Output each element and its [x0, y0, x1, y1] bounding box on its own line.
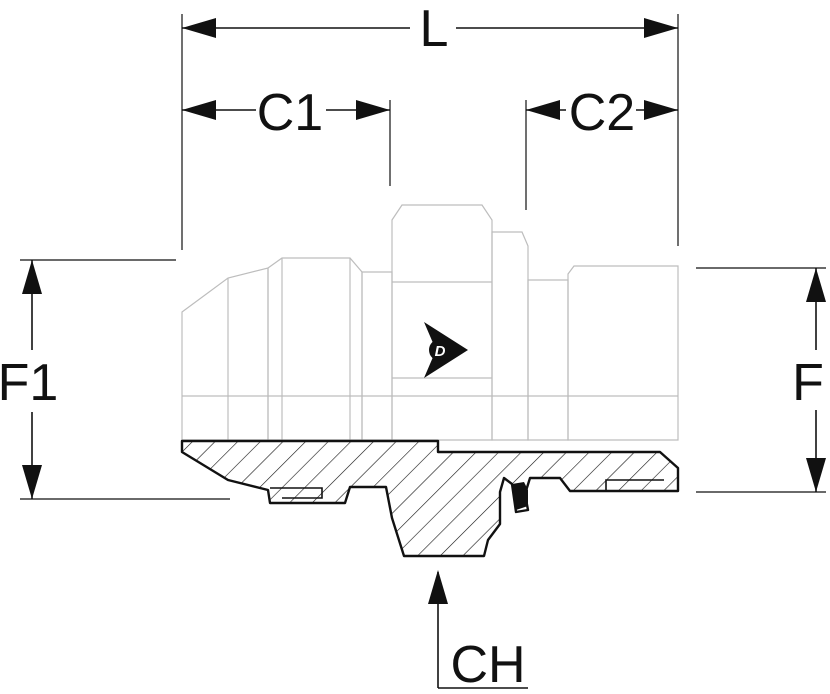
left-thread-end [181, 267, 269, 441]
cross-section [180, 439, 680, 558]
right-end [567, 265, 679, 441]
dimension-L: L [181, 0, 679, 250]
dimension-F: F [696, 267, 826, 493]
dimension-C2: C2 [525, 84, 678, 210]
label-C1: C1 [257, 84, 323, 142]
hex-step [491, 231, 529, 441]
label-C2: C2 [569, 84, 635, 142]
o-ring-seal [512, 482, 528, 510]
groove [527, 279, 569, 441]
hexagon-body [391, 204, 493, 441]
dunlop-logo-icon: D [424, 322, 468, 378]
label-L: L [420, 0, 449, 58]
dimension-F1: F1 [0, 259, 230, 500]
fitting-body [181, 204, 679, 441]
dimension-C1: C1 [182, 84, 391, 186]
logo-letter: D [435, 343, 446, 360]
label-CH: CH [450, 636, 525, 694]
label-F1: F1 [0, 354, 58, 412]
dimension-CH: CH [428, 570, 528, 694]
left-neck [361, 271, 393, 441]
label-F: F [792, 354, 824, 412]
